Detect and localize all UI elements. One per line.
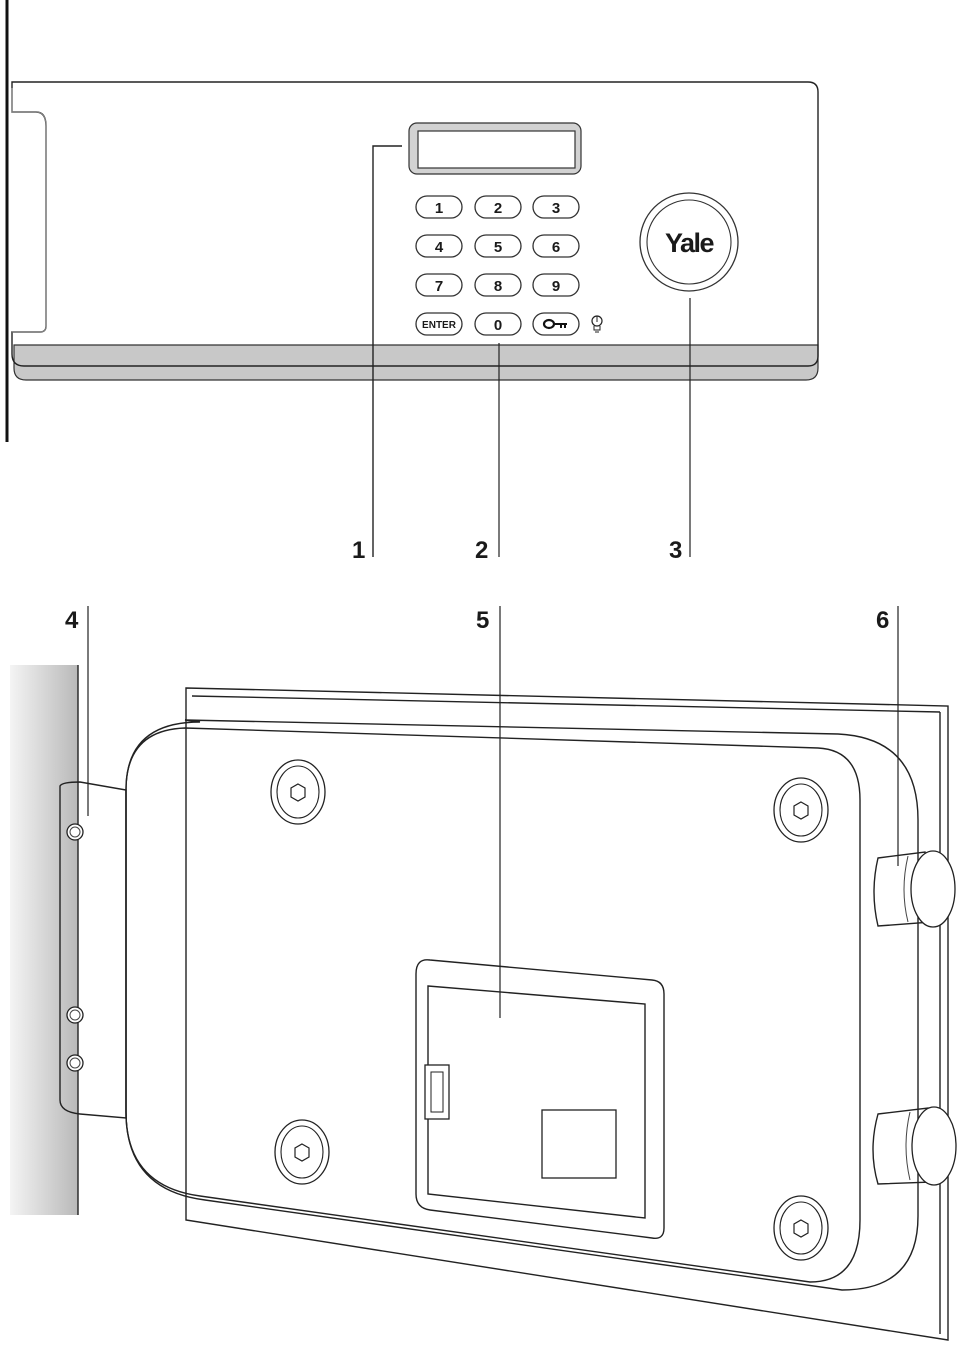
svg-text:Yale: Yale [665, 228, 715, 258]
svg-text:4: 4 [435, 239, 444, 256]
svg-text:9: 9 [552, 278, 560, 295]
key-0[interactable]: 0 [474, 312, 522, 336]
callout-1: 1 [352, 537, 365, 564]
bolt-upper [873, 850, 956, 928]
svg-text:7: 7 [435, 278, 443, 295]
svg-text:3: 3 [552, 200, 560, 217]
key-8[interactable]: 8 [474, 273, 522, 297]
key-2[interactable]: 2 [474, 195, 522, 219]
key-1[interactable]: 1 [415, 195, 463, 219]
svg-text:5: 5 [494, 239, 502, 256]
keypad: 1 2 3 4 5 6 7 8 9 ENTER 0 [415, 195, 603, 336]
svg-text:0: 0 [494, 317, 502, 334]
top-leaders [372, 145, 691, 557]
bulb-icon [591, 315, 603, 333]
key-6[interactable]: 6 [532, 234, 580, 258]
callout-3: 3 [669, 537, 682, 564]
svg-text:ENTER: ENTER [422, 320, 457, 331]
lock-housing [125, 719, 919, 1291]
bottom-leaders [87, 606, 899, 1018]
callout-4: 4 [65, 607, 79, 634]
svg-text:8: 8 [494, 278, 502, 295]
screw-top-left [270, 759, 326, 825]
svg-text:2: 2 [494, 200, 502, 217]
screw-bottom-left [274, 1119, 330, 1185]
battery-compartment [415, 959, 665, 1239]
yale-logo: Yale [639, 192, 739, 292]
key-icon [542, 318, 567, 330]
callout-2: 2 [475, 537, 488, 564]
key-7[interactable]: 7 [415, 273, 463, 297]
screw-bottom-right [773, 1195, 829, 1261]
enter-key[interactable]: ENTER [415, 312, 463, 336]
front-panel [5, 0, 819, 442]
key-4[interactable]: 4 [415, 234, 463, 258]
screw-top-right [773, 777, 829, 843]
callout-5: 5 [476, 607, 489, 634]
key-9[interactable]: 9 [532, 273, 580, 297]
key-3[interactable]: 3 [532, 195, 580, 219]
mounting-plate [185, 687, 949, 1341]
svg-text:1: 1 [435, 200, 443, 217]
svg-text:6: 6 [552, 239, 560, 256]
key-5[interactable]: 5 [474, 234, 522, 258]
bolt-lower [872, 1106, 957, 1186]
callout-6: 6 [876, 607, 889, 634]
wall-edge [10, 665, 79, 1215]
key-button[interactable] [532, 312, 580, 336]
